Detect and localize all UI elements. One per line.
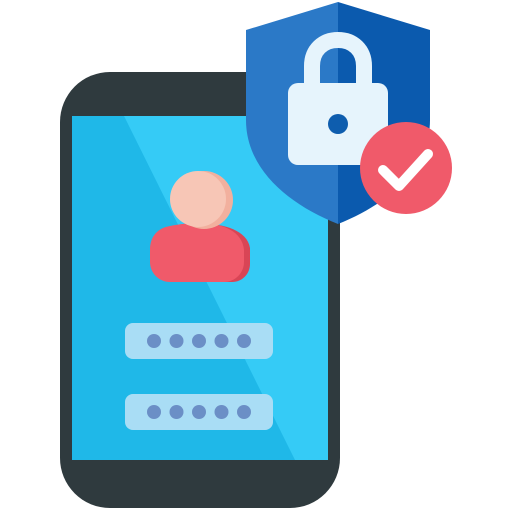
checkmark-badge	[360, 122, 452, 214]
password-dot	[214, 405, 229, 419]
password-field-2	[125, 394, 273, 430]
padlock-icon	[288, 31, 388, 165]
avatar-head	[170, 171, 226, 227]
phone-screen-shade	[72, 116, 295, 460]
avatar-body	[150, 223, 244, 282]
padlock-shackle	[304, 31, 372, 94]
checkmark-icon	[378, 149, 433, 191]
password-dot	[169, 334, 184, 348]
password-dot	[147, 405, 161, 419]
checkmark-badge-circle	[360, 122, 452, 214]
password-dots	[147, 405, 251, 419]
password-dot	[237, 405, 251, 419]
password-dot	[192, 405, 206, 419]
password-field-1	[125, 323, 273, 359]
password-dot	[237, 334, 251, 348]
padlock-keyhole	[328, 114, 348, 134]
password-dot	[169, 405, 184, 419]
password-dot	[192, 334, 206, 348]
password-dot	[214, 334, 229, 348]
password-dots	[147, 334, 251, 348]
user-avatar-icon	[150, 171, 250, 282]
password-dot	[147, 334, 161, 348]
